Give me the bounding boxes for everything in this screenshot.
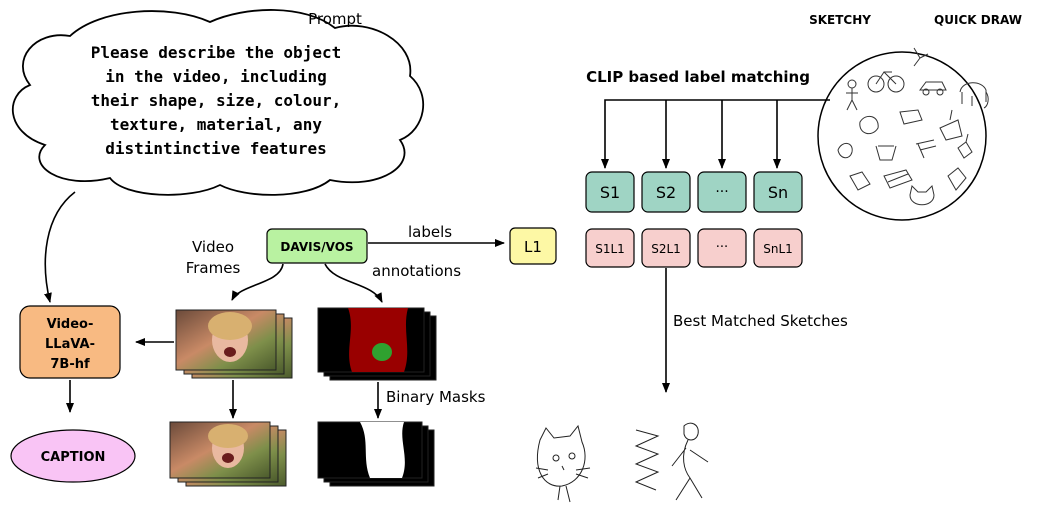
- pair-box-s1l1: [585, 228, 635, 268]
- l1-label: L1: [524, 238, 542, 256]
- swing-sketch-icon: [875, 145, 897, 161]
- cat-face-sketch-icon: [535, 424, 591, 503]
- sketch-class-row: S1 S2 ··· Sn: [585, 171, 803, 213]
- cat-sketch-icon: [909, 185, 935, 206]
- class-box-sn: [753, 171, 803, 213]
- pair-box-s2l1: [641, 228, 691, 268]
- caption-ellipse: [10, 429, 136, 483]
- guitar-sketch-icon: [939, 109, 963, 141]
- tree-sketch-icon: [913, 47, 929, 67]
- class-box-dots: [697, 171, 747, 213]
- davis-vos-label: DAVIS/VOS: [280, 240, 353, 254]
- arrow-clip-s1: [601, 99, 830, 169]
- class-dots: ···: [715, 184, 728, 200]
- annotation-masks-stack: [317, 307, 437, 381]
- cloud-outline: [11, 9, 425, 196]
- video-frames-label-1: Video: [192, 238, 234, 256]
- model-name-1: Video-: [47, 317, 94, 332]
- model-box: [19, 305, 121, 379]
- video-frames-stack-2: [169, 421, 287, 487]
- pair-snl1: SnL1: [763, 242, 793, 256]
- dataset-sketchy: SKETCHY: [809, 13, 871, 27]
- girl-mouth: [224, 347, 236, 357]
- car-sketch-icon: [919, 81, 947, 96]
- person-sketch-icon: [846, 79, 858, 111]
- label-pair-row: S1L1 S2L1 ··· SnL1: [585, 228, 803, 268]
- arrow-davis-to-masks: [324, 263, 383, 303]
- mask-object-region: [348, 308, 408, 372]
- pair-dots: ···: [716, 240, 728, 255]
- dataset-quickdraw: QUICK DRAW: [934, 13, 1022, 27]
- binary-masks-label: Binary Masks: [386, 388, 486, 406]
- pair-box-dots: [697, 228, 747, 268]
- prompt-line-3: their shape, size, colour,: [91, 91, 341, 110]
- prompt-line-1: Please describe the object: [91, 43, 341, 62]
- bmask-object: [360, 422, 405, 478]
- davis-vos-box: [266, 228, 368, 264]
- class-box-s2: [641, 171, 691, 213]
- video-frames-label-2: Frames: [186, 259, 241, 277]
- model-name-2: LLaVA-: [45, 337, 95, 352]
- labels-text: labels: [408, 223, 452, 241]
- l1-box: [509, 227, 557, 265]
- prompt-line-5: distintinctive features: [105, 139, 327, 158]
- girl-hair: [208, 312, 252, 340]
- cactus-sketch-icon: [957, 133, 973, 159]
- girl2-hair: [208, 424, 248, 448]
- annotations-text: annotations: [372, 262, 461, 280]
- prompt-cloud: Prompt Please describe the object in the…: [11, 9, 425, 196]
- prompt-label: Prompt: [308, 10, 362, 28]
- arrow-cloud-to-model: [44, 191, 76, 303]
- gallery-circle: [817, 51, 987, 221]
- class-s1: S1: [600, 183, 620, 202]
- bench-sketch-icon: [899, 109, 923, 125]
- pair-s1l1: S1L1: [595, 242, 625, 256]
- walking-person-sketch-icon: [634, 422, 709, 501]
- arrow-davis-to-frames: [231, 263, 284, 301]
- best-matched-sketches: [535, 422, 709, 503]
- bicycle-sketch-icon: [867, 71, 905, 93]
- sketch-gallery: [817, 47, 989, 221]
- class-s2: S2: [656, 183, 676, 202]
- girl2-mouth: [222, 453, 234, 463]
- prompt-line-4: texture, material, any: [110, 115, 322, 134]
- class-box-s1: [585, 171, 635, 213]
- elephant-sketch-icon: [959, 82, 989, 109]
- video-frames-stack: [175, 309, 293, 379]
- train-sketch-icon: [883, 169, 913, 189]
- pair-box-snl1: [753, 228, 803, 268]
- clip-matching-label: CLIP based label matching: [586, 68, 810, 86]
- binary-masks-stack: [317, 421, 435, 487]
- face-sketch-icon: [837, 143, 853, 159]
- car-front-sketch-icon: [859, 115, 879, 135]
- best-matched-label: Best Matched Sketches: [673, 312, 848, 330]
- bird-sketch-icon: [947, 167, 967, 191]
- mask-secondary-region: [372, 343, 392, 361]
- caption-label: CAPTION: [41, 450, 106, 465]
- model-name-3: 7B-hf: [50, 357, 90, 372]
- shoe-sketch-icon: [849, 171, 871, 191]
- class-sn: Sn: [768, 183, 788, 202]
- tools-sketch-icon: [915, 139, 937, 159]
- prompt-line-2: in the video, including: [105, 67, 327, 86]
- pair-s2l1: S2L1: [651, 242, 681, 256]
